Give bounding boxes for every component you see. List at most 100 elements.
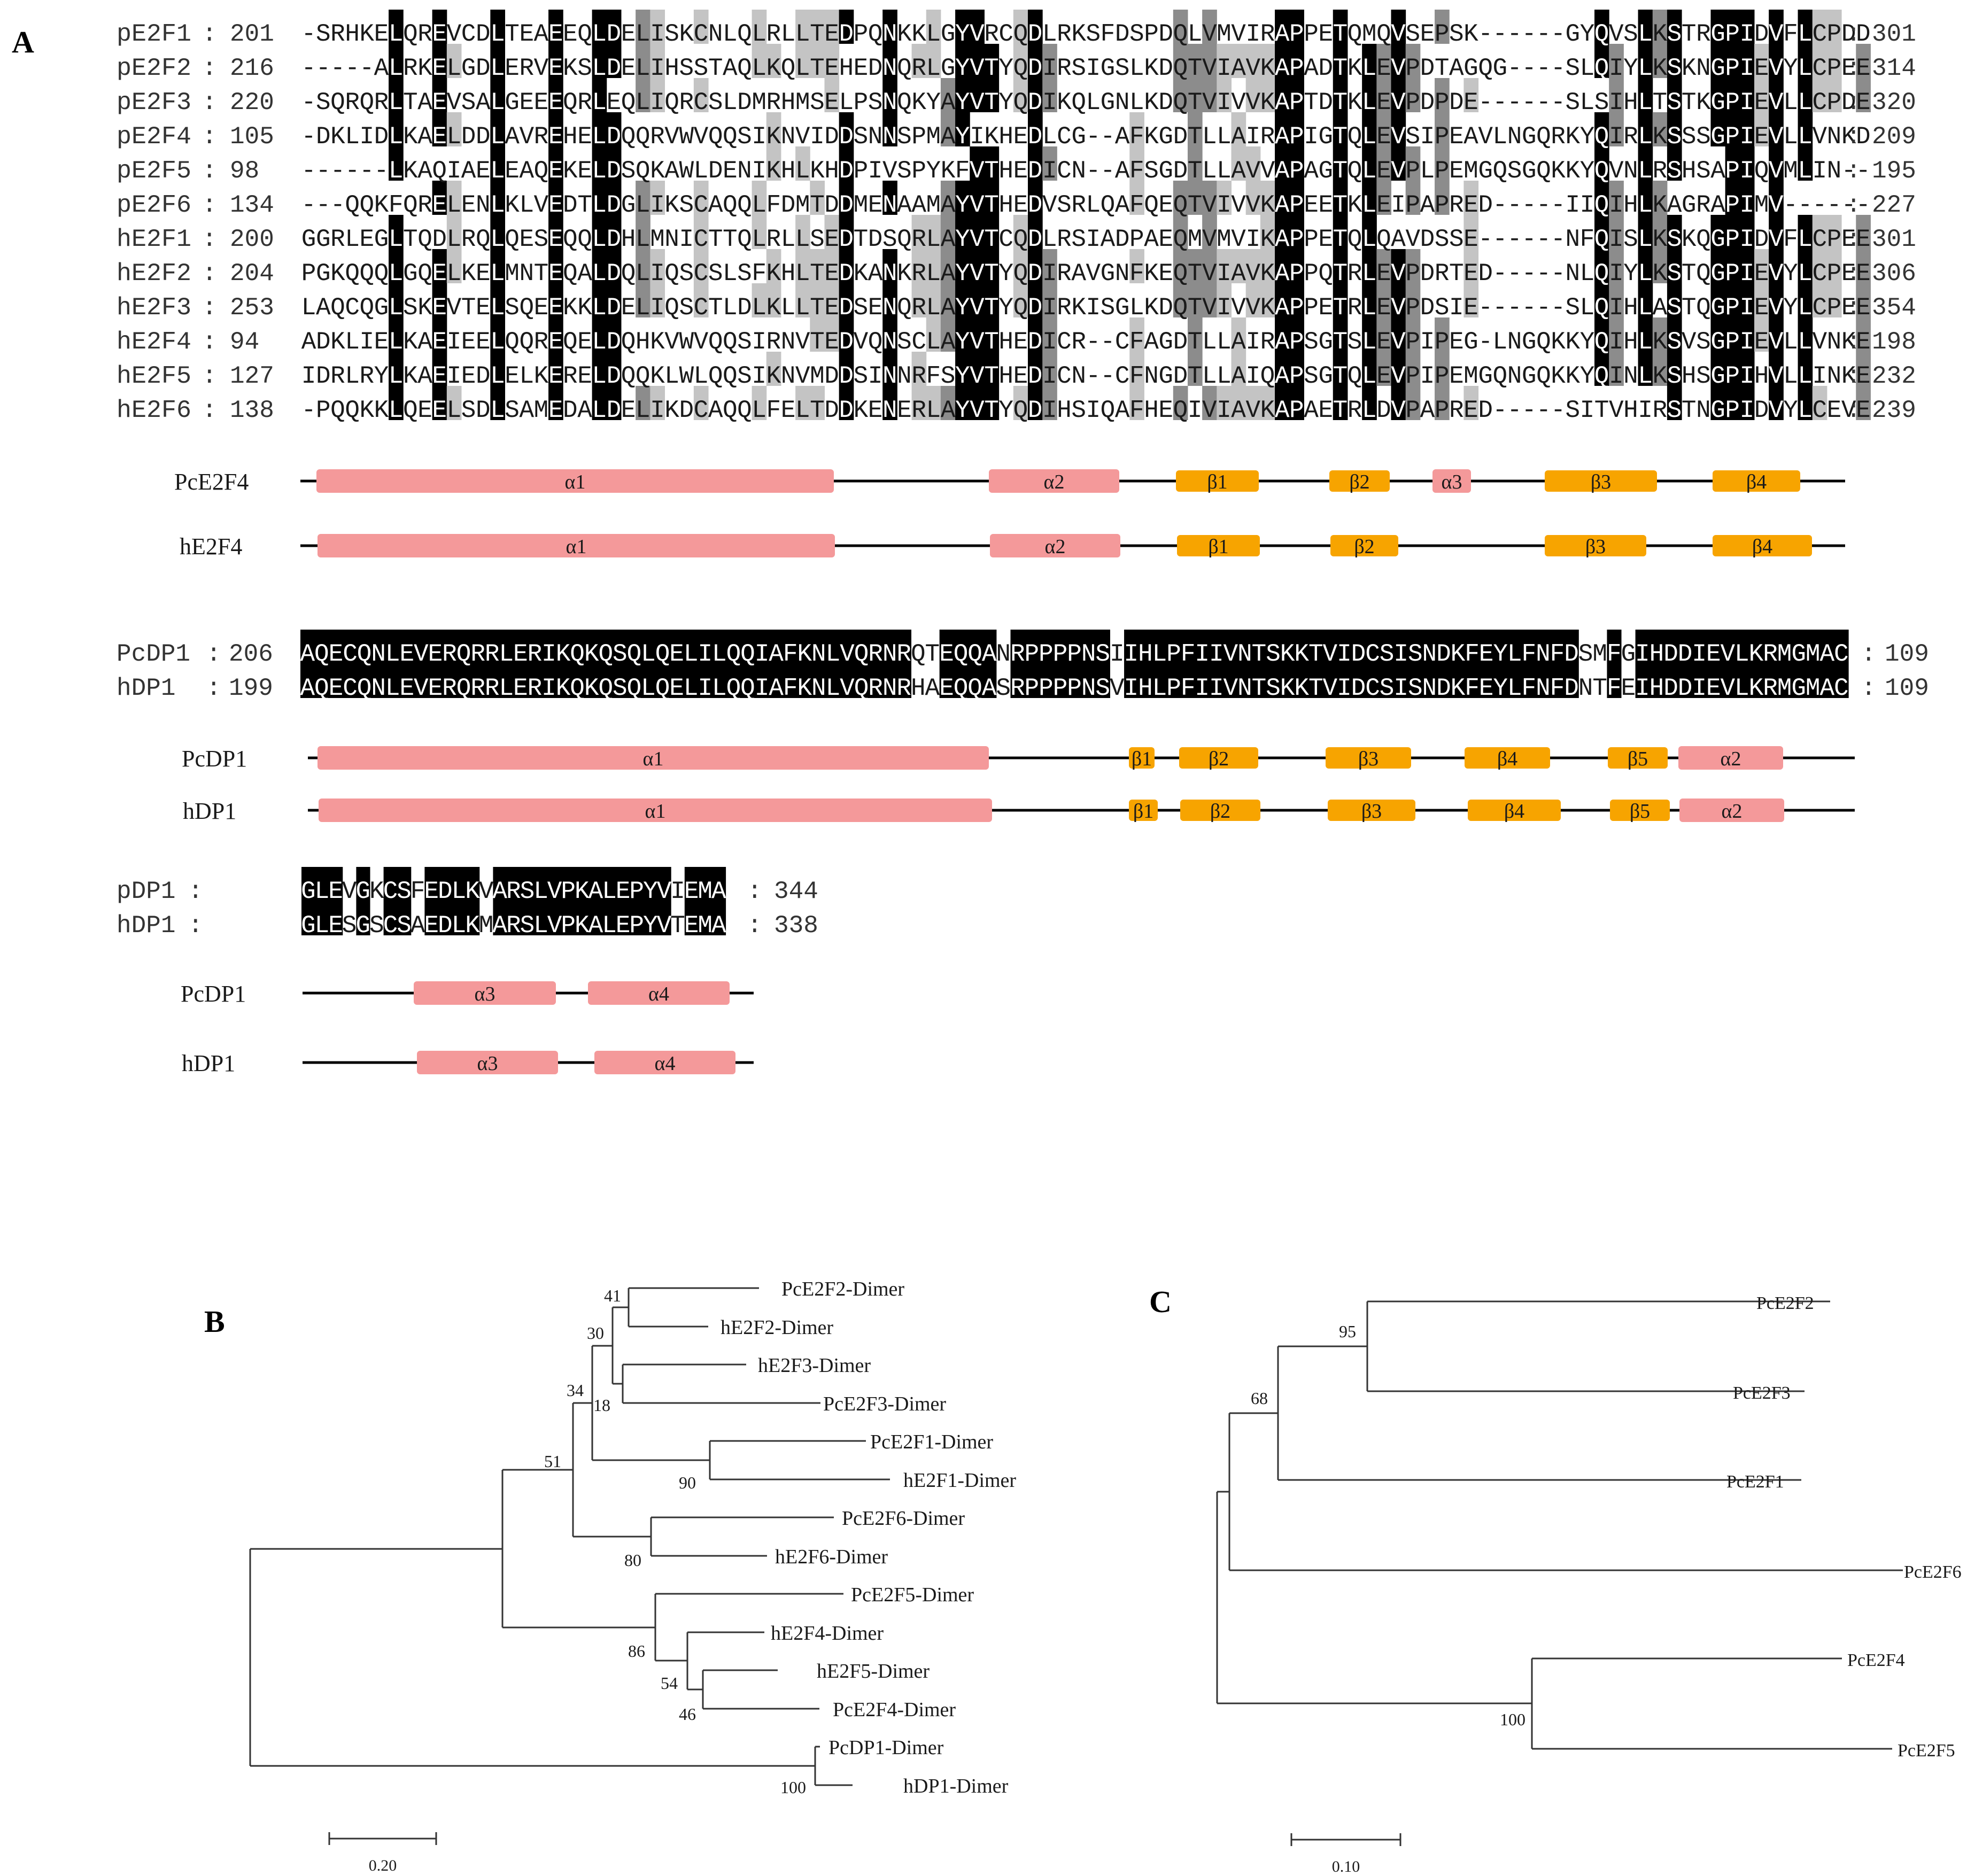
residue: A <box>1275 294 1290 322</box>
residue: Q <box>1013 294 1028 322</box>
residue: E <box>548 20 563 48</box>
separator: : <box>206 640 221 668</box>
sequence-name: PcDP1 <box>117 640 190 668</box>
residue: L <box>1783 123 1798 151</box>
residue: I <box>1209 675 1224 702</box>
residue: F <box>1550 675 1565 702</box>
residue: I <box>1042 294 1057 322</box>
residue: L <box>1798 260 1813 288</box>
structure-label: β2 <box>1354 536 1374 558</box>
conservation-cell <box>1042 249 1057 283</box>
residue: - <box>301 397 316 424</box>
conservation-cell <box>911 44 927 78</box>
end-position: 301 <box>1872 20 1916 48</box>
residue: C <box>1365 675 1380 702</box>
residue: - <box>374 157 389 185</box>
conservation-cell <box>606 249 622 283</box>
residue: T <box>1682 20 1697 48</box>
residue: - <box>1536 191 1551 219</box>
residue: - <box>1086 362 1101 390</box>
residue: K <box>1551 328 1566 356</box>
residue: V <box>970 260 985 288</box>
residue: L <box>795 260 810 288</box>
residue: Q <box>636 157 650 185</box>
residue: Q <box>476 226 491 253</box>
residue: E <box>432 260 447 288</box>
residue: S <box>1095 675 1110 702</box>
end-position: 344 <box>774 878 818 905</box>
residue: Y <box>955 260 970 288</box>
residue: P <box>1289 397 1304 424</box>
residue: A <box>461 157 476 185</box>
residue: K <box>810 157 825 185</box>
residue: L <box>1507 675 1522 702</box>
residue: D <box>607 397 622 424</box>
residue: P <box>1827 260 1842 288</box>
conservation-cell <box>984 352 1000 386</box>
residue: L <box>1362 55 1377 82</box>
residue: N <box>371 640 386 668</box>
residue: A <box>1667 191 1682 219</box>
end-position: 301 <box>1872 226 1916 253</box>
residue: V <box>694 123 709 151</box>
residue: I <box>1609 260 1624 288</box>
residue: C <box>345 294 360 322</box>
residue: Q <box>360 89 375 117</box>
residue: Y <box>998 55 1013 82</box>
residue: I <box>1337 640 1352 668</box>
residue: L <box>795 157 810 185</box>
residue: Q <box>1173 55 1188 82</box>
residue: S <box>1071 397 1086 424</box>
residue: - <box>1551 294 1566 322</box>
conservation-cell <box>882 317 897 352</box>
conservation-cell <box>1217 386 1232 420</box>
structure-name: hDP1 <box>182 1050 235 1076</box>
residue: K <box>584 640 599 668</box>
residue: A <box>711 912 726 940</box>
residue: Q <box>1348 123 1362 151</box>
residue: - <box>1493 191 1508 219</box>
residue: Q <box>621 123 636 151</box>
residue: I <box>1740 55 1755 82</box>
residue: C <box>1115 362 1130 390</box>
residue: Q <box>1173 294 1188 322</box>
residue: I <box>1609 55 1624 82</box>
residue: K <box>664 191 679 219</box>
residue: Q <box>737 20 752 48</box>
residue: A <box>411 912 425 940</box>
residue: N <box>1696 397 1711 424</box>
residue: Y <box>1580 362 1595 390</box>
structure-label: β3 <box>1591 471 1611 493</box>
residue: I <box>1393 640 1408 668</box>
residue: G <box>1710 294 1725 322</box>
residue: C <box>1057 362 1072 390</box>
residue: V <box>1323 640 1338 668</box>
conservation-cell <box>795 386 810 420</box>
residue: L <box>490 123 505 151</box>
residue: I <box>752 123 766 151</box>
residue: E <box>534 89 549 117</box>
residue: I <box>1813 157 1827 185</box>
residue: L <box>694 362 709 390</box>
residue: Q <box>737 226 752 253</box>
residue: E <box>1449 328 1464 356</box>
residue: K <box>330 260 345 288</box>
conservation-cell <box>592 112 607 146</box>
conservation-cell <box>1187 249 1203 283</box>
residue: F <box>389 191 404 219</box>
structure-label: β2 <box>1210 800 1230 823</box>
residue: N <box>882 20 897 48</box>
residue: K <box>897 260 912 288</box>
conservation-cell <box>1173 215 1188 249</box>
conservation-cell <box>432 44 447 78</box>
conservation-cell <box>940 78 956 112</box>
conservation-cell <box>636 283 650 317</box>
conservation-cell <box>1129 146 1144 181</box>
residue: - <box>1478 20 1493 48</box>
residue: D <box>476 55 491 82</box>
residue: - <box>1086 157 1101 185</box>
residue: K <box>1348 191 1362 219</box>
residue: K <box>403 328 418 356</box>
residue: L <box>781 294 796 322</box>
residue: V <box>970 191 985 219</box>
